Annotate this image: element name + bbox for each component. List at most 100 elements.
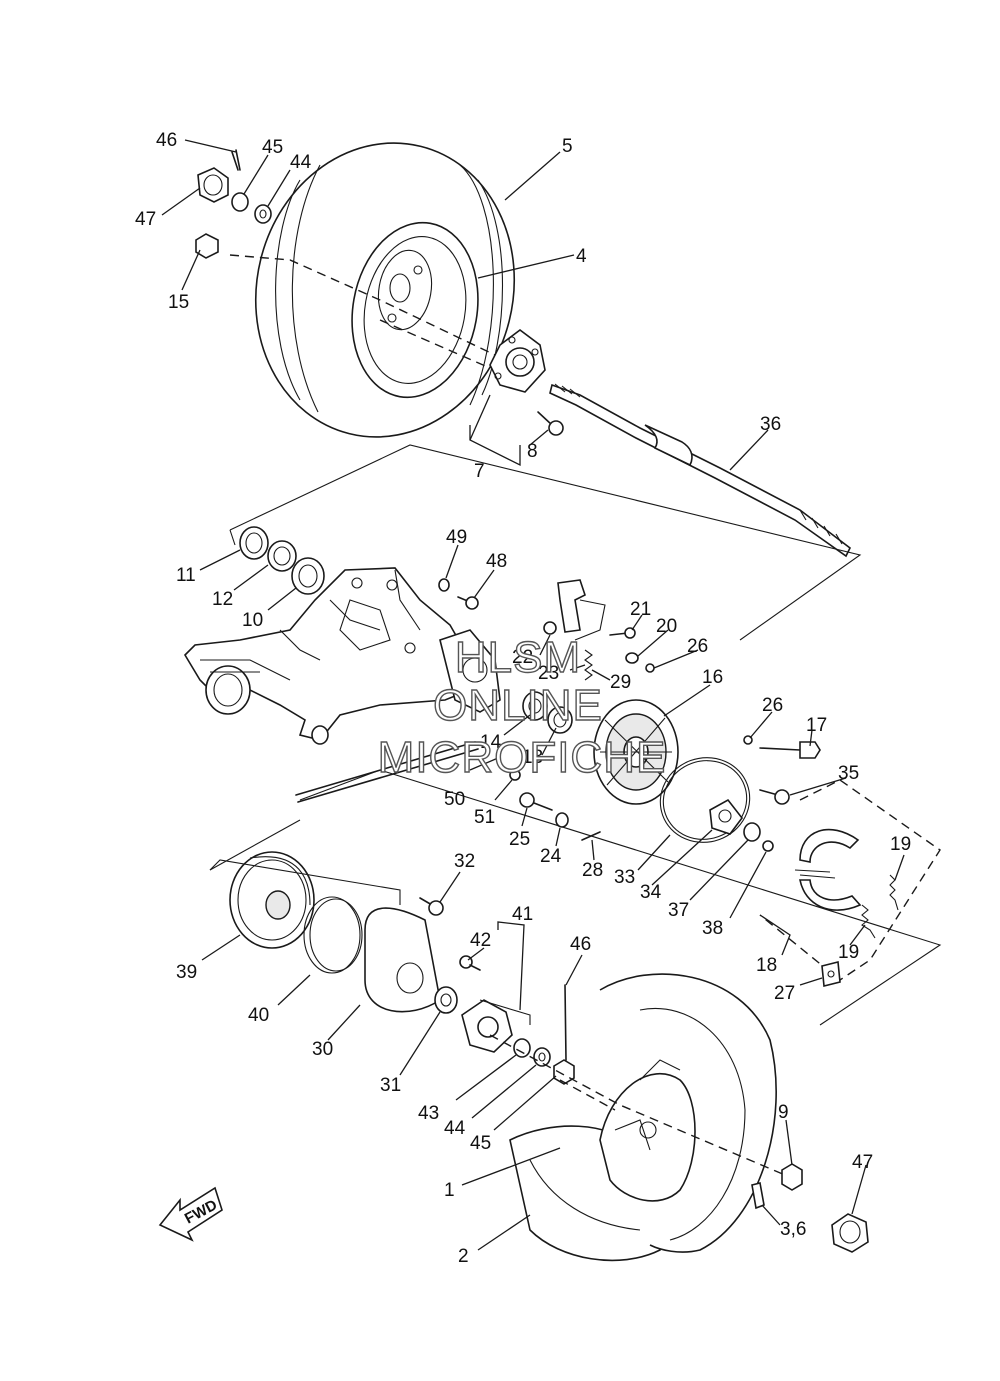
oil-seal-11[interactable] <box>239 526 269 560</box>
callout-38: 38 <box>702 918 723 939</box>
callout-34: 34 <box>640 882 662 903</box>
pin-50[interactable] <box>295 741 479 803</box>
callout-33: 33 <box>614 867 635 888</box>
watermark-line-2: ONLINE <box>433 681 603 730</box>
callout-7: 7 <box>474 461 485 482</box>
callout-25: 25 <box>509 829 530 850</box>
bolt-25[interactable] <box>519 792 553 811</box>
cover-34[interactable] <box>709 798 744 835</box>
callout-12: 12 <box>212 589 233 610</box>
rear-axle[interactable] <box>549 383 852 558</box>
cotter-pin-upper[interactable] <box>231 149 241 171</box>
bearing-12[interactable] <box>267 540 297 572</box>
callout-47: 47 <box>135 209 156 230</box>
hub-bolt[interactable] <box>537 411 564 436</box>
oring-33[interactable] <box>648 745 761 855</box>
spring-29[interactable] <box>584 649 593 681</box>
spring-19-lower[interactable] <box>861 904 876 939</box>
callout-15: 15 <box>168 292 189 313</box>
castle-nut-upper[interactable] <box>231 192 249 212</box>
callout-42: 42 <box>470 930 491 951</box>
leader-lines <box>161 139 905 1251</box>
axle-cap-lower[interactable] <box>831 1213 869 1253</box>
callout-22: 22 <box>512 647 533 668</box>
callout-24: 24 <box>540 846 562 867</box>
callout-41: 41 <box>512 904 533 925</box>
callout-4: 4 <box>576 246 587 267</box>
callout-37: 37 <box>668 900 689 921</box>
callout-31: 31 <box>380 1075 401 1096</box>
bolt-32[interactable] <box>419 897 444 916</box>
callout-45b: 45 <box>470 1133 491 1154</box>
seal-37[interactable] <box>743 822 761 842</box>
wheel-nut-upper[interactable] <box>195 233 219 259</box>
callout-50: 50 <box>444 789 465 810</box>
wheel-nut-9[interactable] <box>781 1163 803 1191</box>
callout-10: 10 <box>242 610 263 631</box>
bolt-48[interactable] <box>457 596 479 610</box>
oil-seal-14[interactable] <box>522 691 548 721</box>
oring-38[interactable] <box>762 840 774 852</box>
washer-lower[interactable] <box>533 1047 551 1067</box>
callout-46: 46 <box>156 130 177 151</box>
oil-seal-31[interactable] <box>434 986 458 1014</box>
callout-19a: 19 <box>890 834 911 855</box>
callout-18: 18 <box>756 955 777 976</box>
nut-22[interactable] <box>543 621 557 635</box>
callout-3-6: 3,6 <box>780 1219 806 1240</box>
castle-nut-lower[interactable] <box>553 1059 575 1085</box>
callout-36: 36 <box>760 414 781 435</box>
brake-cam-lever[interactable] <box>557 579 606 641</box>
callout-17: 17 <box>806 715 827 736</box>
callout-30: 30 <box>312 1039 333 1060</box>
bearing-10[interactable] <box>291 557 325 595</box>
wheel-nut-lower[interactable] <box>513 1038 531 1058</box>
callout-13: 13 <box>522 747 543 768</box>
callout-21: 21 <box>630 599 651 620</box>
valve-stem[interactable] <box>751 1182 765 1210</box>
callout-26b: 26 <box>762 695 783 716</box>
cotter-pin-lower[interactable] <box>564 984 567 1061</box>
seal-ring-40[interactable] <box>303 896 363 974</box>
callout-46b: 46 <box>570 934 591 955</box>
plate-27[interactable] <box>821 960 841 988</box>
washer-49[interactable] <box>438 578 450 592</box>
callout-20: 20 <box>656 616 677 637</box>
clip-20[interactable] <box>625 652 639 664</box>
bearing-13[interactable] <box>547 706 573 734</box>
washer-upper[interactable] <box>254 204 272 224</box>
callout-51: 51 <box>474 807 495 828</box>
callout-16: 16 <box>702 667 723 688</box>
pin-28[interactable] <box>581 831 601 841</box>
callout-9: 9 <box>778 1102 789 1123</box>
washer-24[interactable] <box>555 812 569 828</box>
bolt-35[interactable] <box>759 789 790 805</box>
brake-shoes[interactable] <box>794 828 862 911</box>
brake-drum[interactable] <box>229 851 315 949</box>
swing-arm[interactable] <box>183 567 501 745</box>
bolt-21[interactable] <box>609 627 636 639</box>
watermark-line-3: MICROFICHE <box>378 733 667 782</box>
callout-48: 48 <box>486 551 507 572</box>
oring-26-upper[interactable] <box>645 663 655 673</box>
callout-40: 40 <box>248 1005 269 1026</box>
clip-51[interactable] <box>509 769 521 781</box>
callout-35: 35 <box>838 763 859 784</box>
callout-23: 23 <box>538 663 559 684</box>
wheel-hub-lower[interactable] <box>461 999 513 1053</box>
wheel-hub-upper[interactable] <box>489 329 546 393</box>
brake-panel[interactable] <box>593 699 679 805</box>
axle-cap-upper[interactable] <box>197 167 229 203</box>
wheel-rim-upper[interactable] <box>339 213 492 408</box>
wheel-rim-lower[interactable] <box>599 1059 696 1202</box>
forward-arrow: FWD <box>158 1186 223 1242</box>
callout-32: 32 <box>454 851 475 872</box>
callout-45: 45 <box>262 137 283 158</box>
bolt-17[interactable] <box>759 741 821 759</box>
drum-cover[interactable] <box>364 907 441 1013</box>
callout-1: 1 <box>444 1180 455 1201</box>
spring-19-upper[interactable] <box>889 874 899 911</box>
watermark: HLSM ONLINE MICROFICHE <box>377 632 667 782</box>
callout-29: 29 <box>610 672 631 693</box>
